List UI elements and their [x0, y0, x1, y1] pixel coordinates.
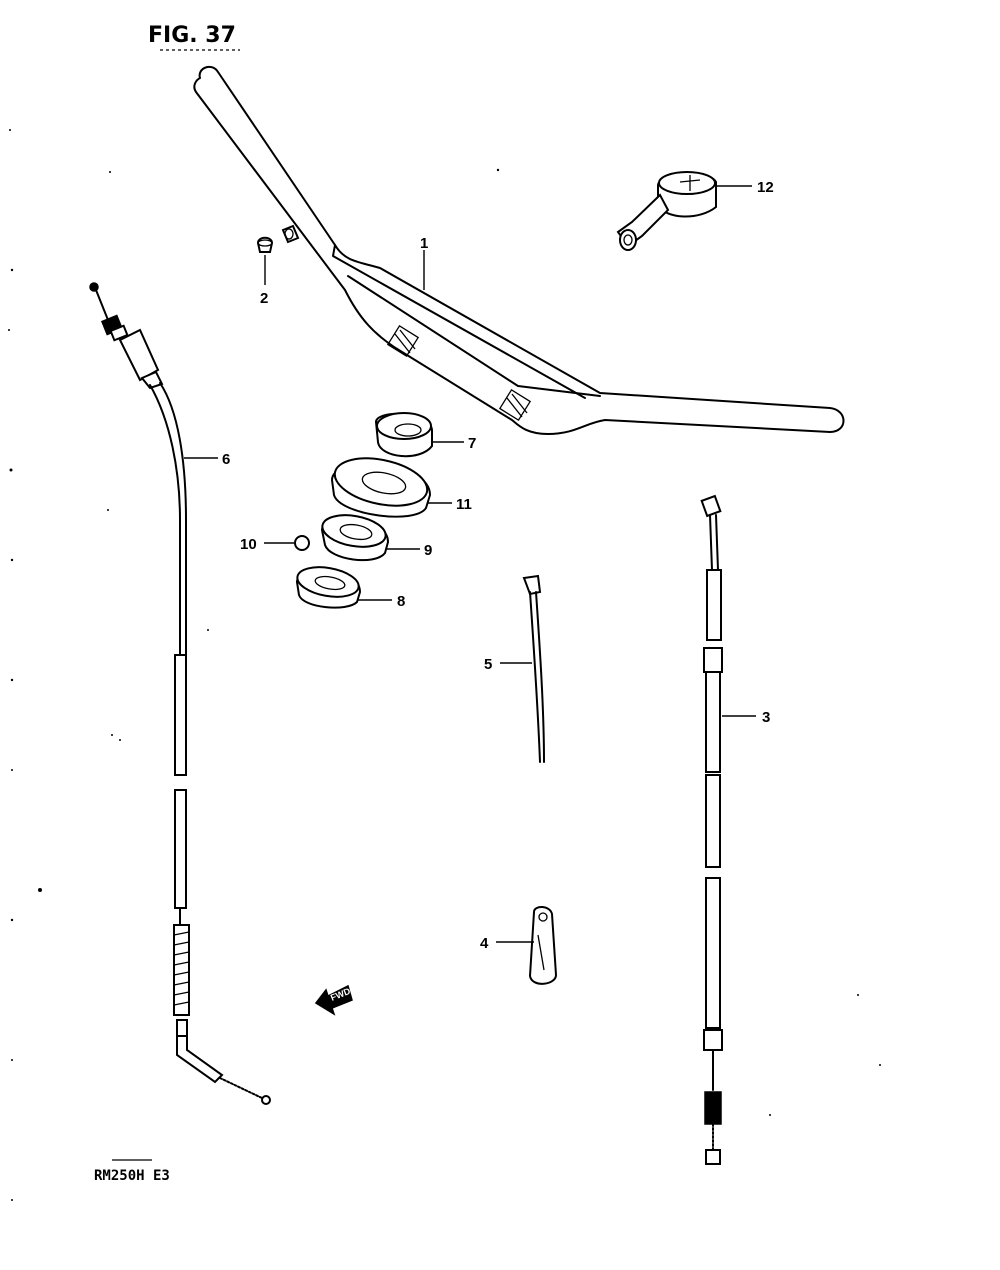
cable-part-6[interactable]	[89, 282, 271, 1105]
bearing-part-9[interactable]	[320, 511, 390, 562]
callout-10: 10	[240, 536, 257, 553]
model-label: RM250H E3	[94, 1168, 170, 1184]
knurl-right	[498, 388, 532, 422]
callout-2: 2	[260, 290, 268, 307]
callout-9: 9	[424, 542, 432, 559]
callout-3: 3	[762, 709, 770, 726]
tie-part-5[interactable]	[522, 574, 545, 763]
callout-1: 1	[420, 235, 428, 252]
throttle-part-12[interactable]	[616, 171, 717, 251]
handlebar-part-1[interactable]	[193, 65, 845, 435]
callout-7: 7	[468, 435, 476, 452]
race-part-8[interactable]	[295, 563, 362, 609]
scan-specks	[8, 129, 881, 1201]
callout-8: 8	[397, 593, 405, 610]
callout-12: 12	[757, 179, 774, 196]
callout-11: 11	[456, 496, 472, 513]
figure-title: FIG. 37	[148, 23, 236, 48]
callout-4: 4	[480, 935, 489, 952]
plug-part-2[interactable]	[256, 224, 300, 253]
knurl-left	[386, 324, 420, 358]
seal-part-11[interactable]	[330, 451, 432, 518]
callout-5: 5	[484, 656, 492, 673]
ball-part-10[interactable]	[294, 535, 310, 551]
holder-part-4[interactable]	[528, 906, 558, 985]
fwd-arrow-icon: FWD	[314, 984, 353, 1016]
nut-part-7[interactable]	[374, 412, 433, 458]
cable-part-3[interactable]	[700, 494, 723, 1165]
callout-6: 6	[222, 451, 230, 468]
